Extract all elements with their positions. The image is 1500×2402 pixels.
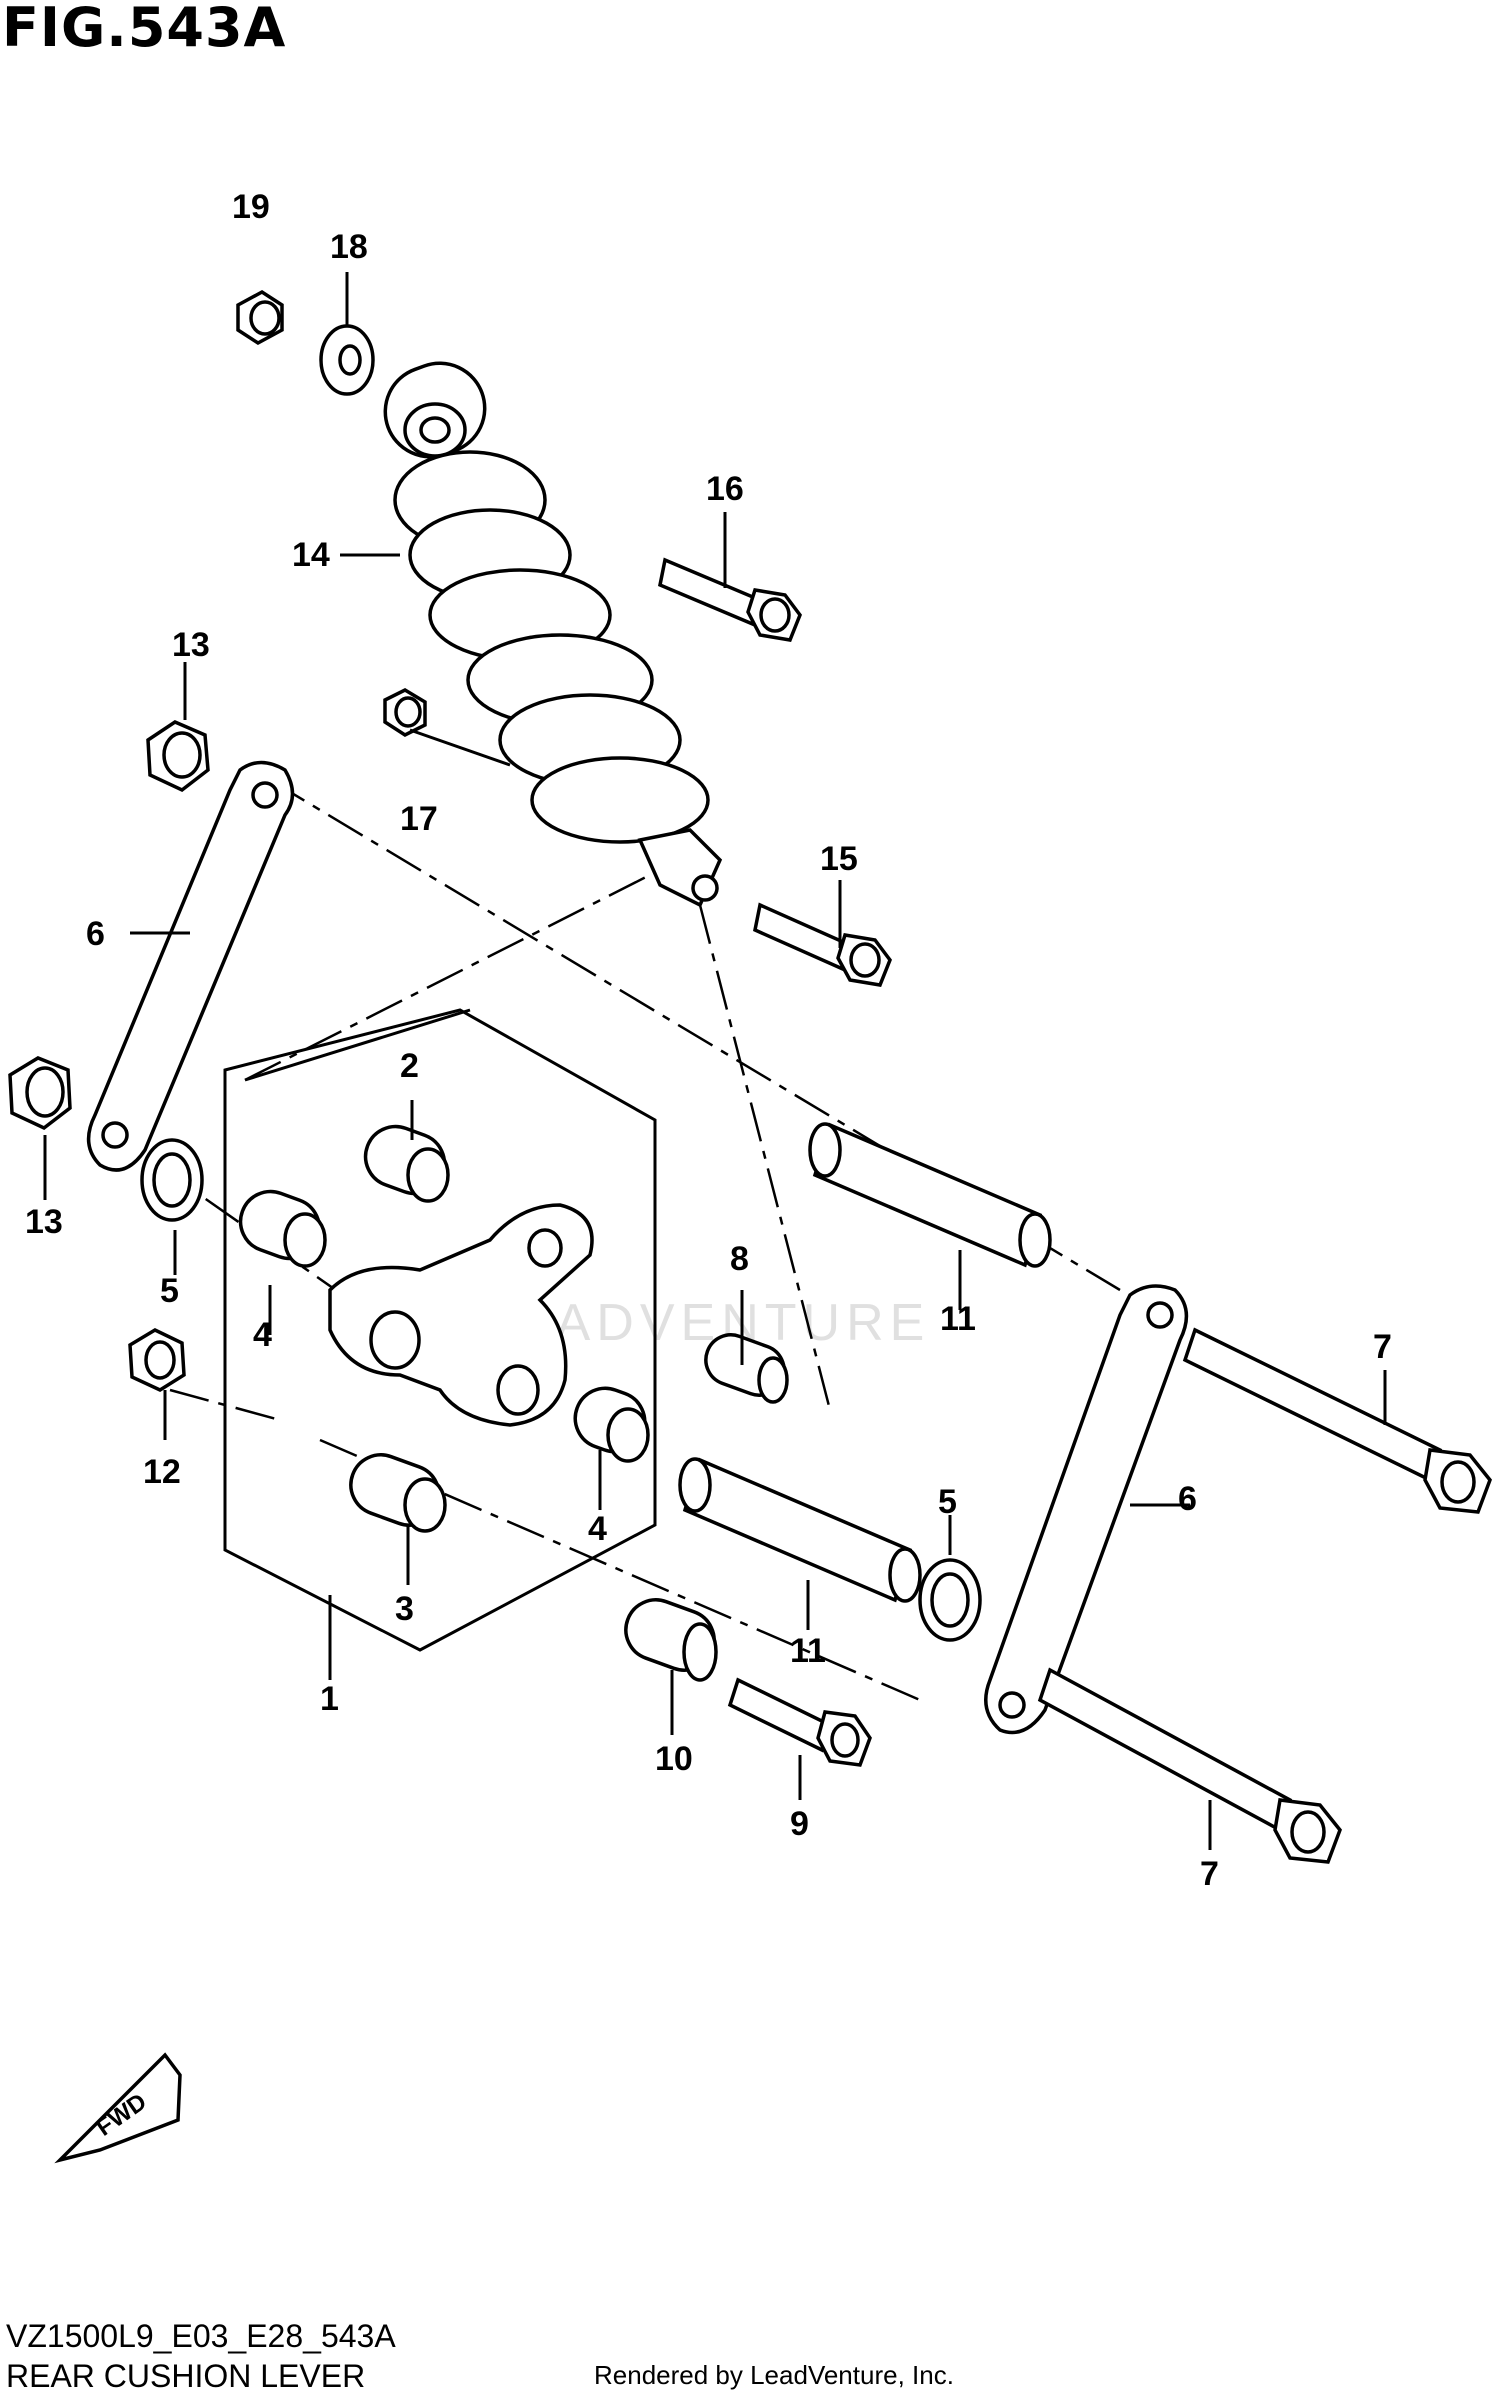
callout-14: 14 <box>292 536 330 574</box>
callout-5-right: 5 <box>938 1483 957 1521</box>
diagram-caption: REAR CUSHION LEVER <box>6 2358 366 2394</box>
callout-18: 18 <box>330 228 368 266</box>
washer-5-left <box>140 1138 204 1222</box>
bearing-4-lower <box>573 1386 650 1463</box>
tie-rod-6-left <box>86 760 295 1172</box>
callout-4-lower: 4 <box>588 1510 607 1548</box>
bolt-7-upper <box>1182 1327 1492 1514</box>
figure-title: FIG.543A <box>2 0 287 59</box>
callout-4-upper: 4 <box>253 1316 272 1354</box>
callout-7-lower: 7 <box>1200 1855 1219 1893</box>
alignment-line-nut12 <box>169 1388 281 1422</box>
tie-rod-6-right <box>984 1284 1189 1735</box>
bolt-15 <box>753 902 892 987</box>
nut-13-upper <box>146 720 210 793</box>
callout-9: 9 <box>790 1805 809 1843</box>
callout-11-lower: 11 <box>790 1632 826 1670</box>
callout-12: 12 <box>143 1453 181 1491</box>
callout-16: 16 <box>706 470 744 508</box>
callout-17: 17 <box>400 800 438 838</box>
callout-13-upper: 13 <box>172 626 210 664</box>
collar-10 <box>624 1598 718 1682</box>
callout-11-upper: 11 <box>940 1300 976 1338</box>
nut-19 <box>236 289 284 346</box>
bearing-4-upper <box>238 1189 327 1268</box>
fwd-arrow: FWD <box>54 2052 182 2164</box>
callout-13-lower: 13 <box>25 1203 63 1241</box>
collar-8 <box>704 1333 789 1404</box>
callout-7-upper: 7 <box>1373 1328 1392 1366</box>
alignment-line-lower <box>319 1438 921 1702</box>
leader-lines <box>43 272 1387 1850</box>
callout-15: 15 <box>820 840 858 878</box>
callout-8: 8 <box>730 1240 749 1278</box>
callout-1: 1 <box>320 1680 339 1718</box>
bearing-3 <box>349 1453 447 1533</box>
alignment-line-shock <box>244 873 651 1082</box>
spacer-11-lower <box>678 1457 922 1603</box>
callout-6-right: 6 <box>1178 1480 1197 1518</box>
callout-6-left: 6 <box>86 915 105 953</box>
render-credit: Rendered by LeadVenture, Inc. <box>594 2360 954 2390</box>
alignment-line-bolt8 <box>698 904 832 1411</box>
lever-assembly-outline <box>223 1008 657 1652</box>
callout-2: 2 <box>400 1047 419 1085</box>
nut-12 <box>128 1328 186 1392</box>
bolt-16 <box>658 557 802 642</box>
diagram-code: VZ1500L9_E03_E28_543A <box>6 2318 396 2354</box>
callout-5-left: 5 <box>160 1272 179 1310</box>
bearing-2 <box>363 1124 450 1203</box>
bolt-7-lower <box>1037 1667 1342 1864</box>
nut-17 <box>383 688 427 738</box>
callout-3: 3 <box>395 1590 414 1628</box>
washer-18 <box>319 324 375 396</box>
callout-10: 10 <box>655 1740 693 1778</box>
callout-19: 19 <box>232 188 270 226</box>
cushion-lever <box>328 1203 594 1427</box>
rear-shock-absorber <box>383 361 723 908</box>
assembly-outline-top <box>244 1008 471 1082</box>
nut-13-lower <box>8 1056 72 1131</box>
spacer-11-upper <box>808 1122 1052 1268</box>
bolt-9 <box>727 1677 872 1767</box>
washer-5-right <box>918 1558 982 1642</box>
